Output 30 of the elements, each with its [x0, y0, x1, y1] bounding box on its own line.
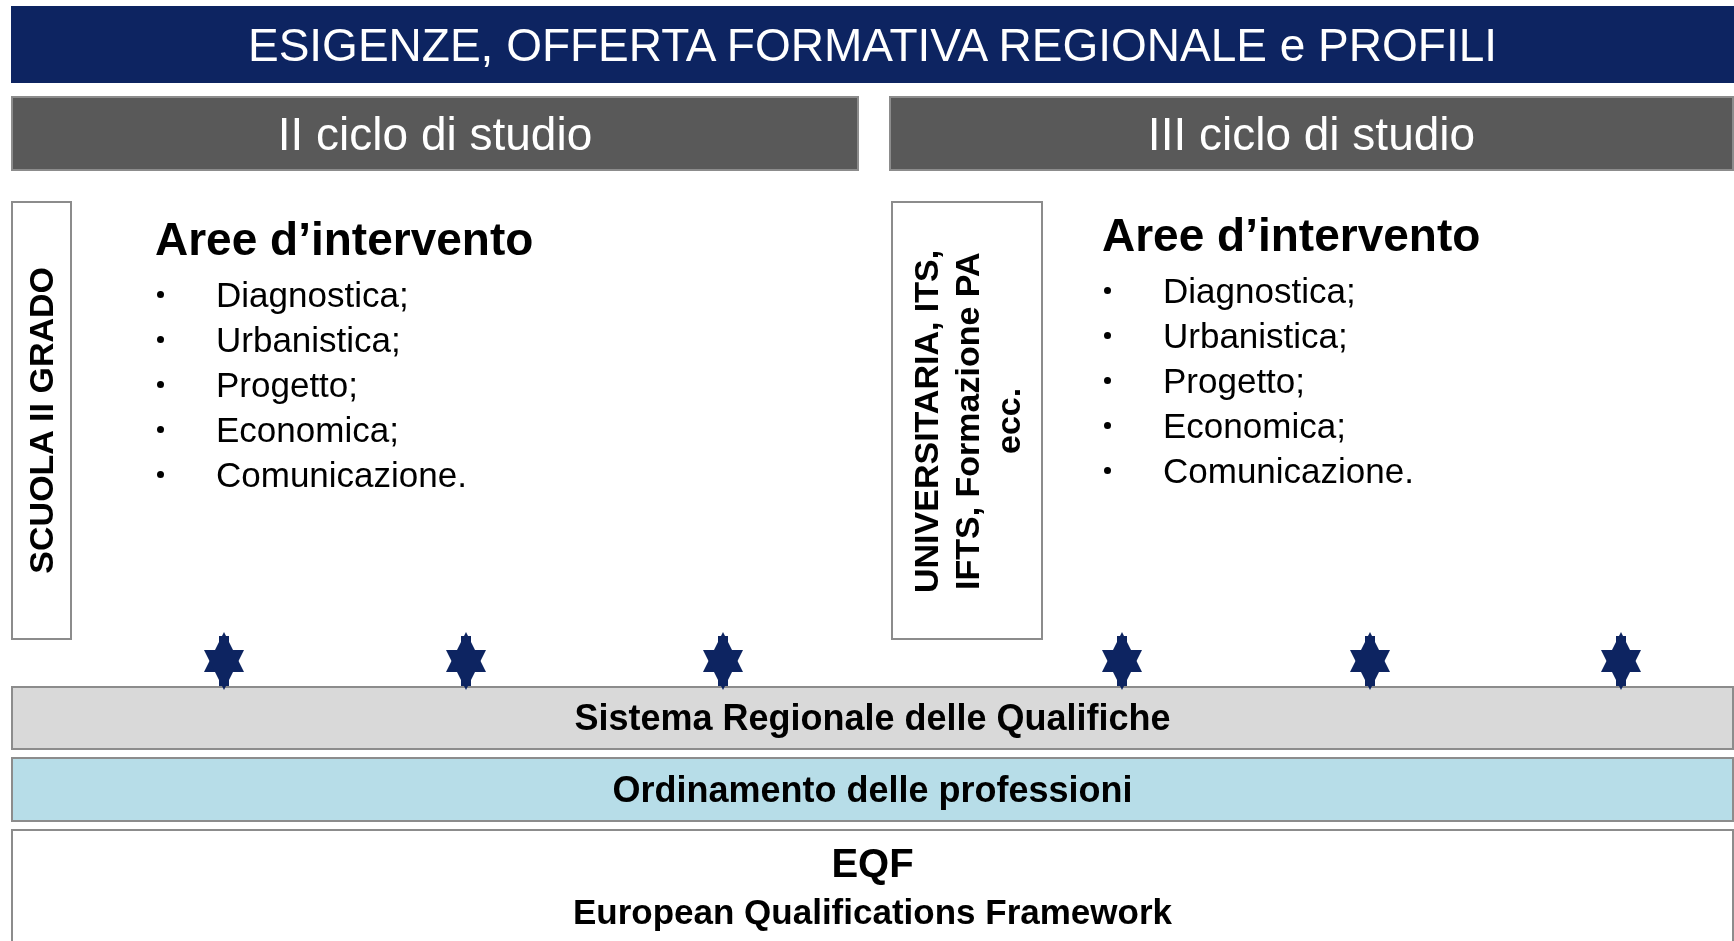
bar: Ordinamento delle professioni — [11, 757, 1734, 822]
heading: EQF — [831, 840, 914, 886]
heading: Aree d’intervento — [155, 212, 535, 266]
section-header: III ciclo di studio — [889, 96, 1734, 171]
vertical-label-box — [891, 201, 1043, 640]
bullet-item: Economica; — [216, 409, 399, 451]
title-banner: ESIGENZE, OFFERTA FORMATIVA REGIONALE e PROFILI — [11, 6, 1734, 83]
bullet-item: Urbanistica; — [216, 319, 401, 361]
double-arrow — [1350, 632, 1390, 690]
vertical-label: UNIVERSITARIA, ITS, IFTS, Formazione PA ecc. — [905, 247, 1028, 595]
bullet-item: Diagnostica; — [216, 274, 409, 316]
bullet-item: Progetto; — [1163, 360, 1306, 402]
subheading: European Qualifications Framework — [572, 891, 1172, 932]
double-arrow — [1601, 632, 1641, 690]
heading: Aree d’intervento — [1102, 208, 1482, 262]
double-arrow — [446, 632, 486, 690]
bullet-item: Economica; — [1163, 405, 1346, 447]
double-arrow — [204, 632, 244, 690]
framework-box — [11, 829, 1734, 941]
bullet-item: Progetto; — [216, 364, 359, 406]
double-arrow — [1102, 632, 1142, 690]
bar: Sistema Regionale delle Qualifiche — [11, 686, 1734, 750]
double-arrow — [703, 632, 743, 690]
bullet-item: Diagnostica; — [1163, 270, 1356, 312]
section-header: II ciclo di studio — [11, 96, 859, 171]
vertical-label-box — [11, 201, 72, 640]
bullet-item: Comunicazione. — [216, 454, 467, 496]
bullet-item: Comunicazione. — [1163, 450, 1414, 492]
bullet-item: Urbanistica; — [1163, 315, 1348, 357]
vertical-label: SCUOLA II GRADO — [21, 267, 62, 574]
